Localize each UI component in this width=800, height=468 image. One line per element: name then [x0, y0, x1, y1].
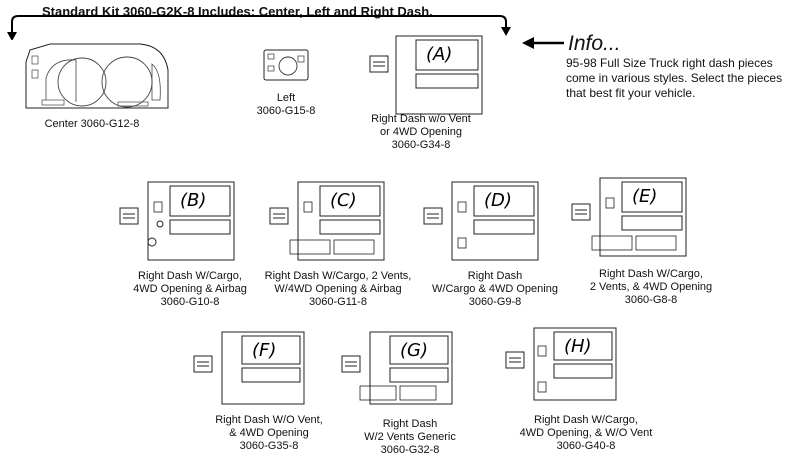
- info-title: Info...: [568, 32, 621, 55]
- part-caption-a: Right Dash w/o Vent or 4WD Opening 3060-…: [371, 113, 471, 151]
- part-caption-e: Right Dash W/Cargo, 2 Vents, & 4WD Openi…: [589, 268, 713, 306]
- part-label-a: (A): [426, 44, 452, 65]
- part-label-g: (G): [400, 340, 428, 361]
- part-caption-h: Right Dash W/Cargo, 4WD Opening, & W/O V…: [519, 414, 653, 452]
- part-diagram-d: (D): [423, 181, 539, 261]
- part-diagram-g: (G): [341, 331, 453, 405]
- left-caption: Left 3060-G15-8: [256, 92, 316, 117]
- part-label-f: (F): [252, 340, 276, 361]
- part-diagram-c: (C): [269, 181, 385, 261]
- part-diagram-a: (A): [369, 35, 483, 115]
- center-dash-diagram: [25, 43, 169, 109]
- info-arrow-icon: [522, 37, 564, 49]
- part-caption-f: Right Dash W/O Vent, & 4WD Opening 3060-…: [215, 414, 323, 452]
- part-diagram-h: (H): [505, 327, 617, 401]
- left-dash-diagram: [263, 49, 309, 81]
- part-diagram-e: (E): [571, 177, 687, 257]
- center-caption: Center 3060-G12-8: [44, 118, 140, 130]
- part-label-b: (B): [180, 190, 206, 211]
- part-caption-b: Right Dash W/Cargo, 4WD Opening & Airbag…: [133, 270, 247, 308]
- part-caption-g: Right Dash W/2 Vents Generic 3060-G32-8: [364, 418, 456, 456]
- part-label-h: (H): [564, 336, 592, 357]
- part-diagram-f: (F): [193, 331, 305, 405]
- part-label-c: (C): [330, 190, 357, 211]
- part-caption-c: Right Dash W/Cargo, 2 Vents, W/4WD Openi…: [264, 270, 412, 308]
- info-text: 95-98 Full Size Truck right dash pieces …: [566, 56, 783, 100]
- part-label-e: (E): [632, 186, 657, 207]
- part-diagram-b: (B): [119, 181, 235, 261]
- part-label-d: (D): [484, 190, 512, 211]
- kit-bracket-arrow: [7, 15, 511, 40]
- part-caption-d: Right Dash W/Cargo & 4WD Opening 3060-G9…: [432, 270, 558, 308]
